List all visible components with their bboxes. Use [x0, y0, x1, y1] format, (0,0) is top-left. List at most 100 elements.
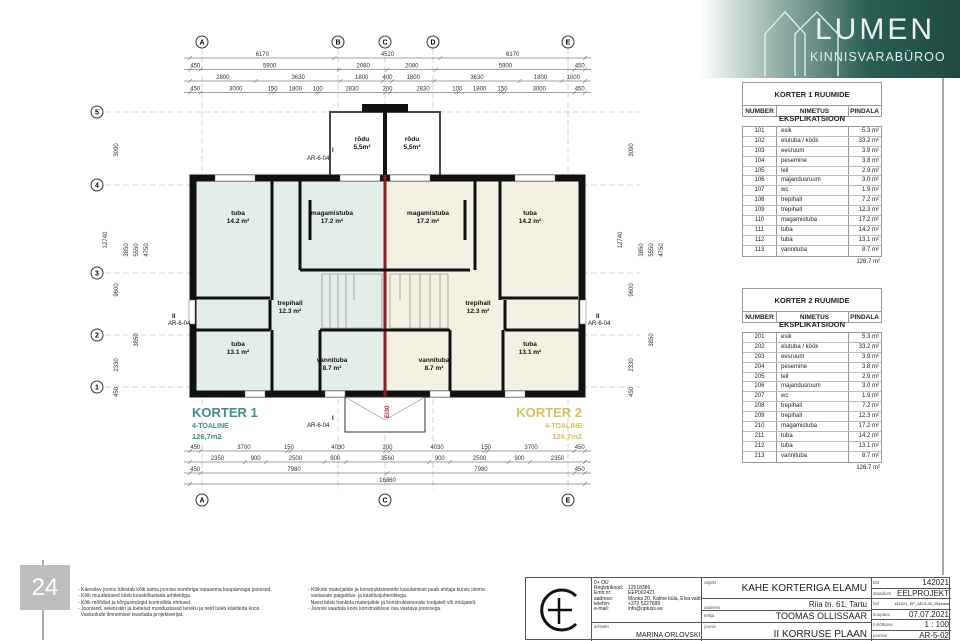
room-name: majandusruum: [777, 176, 849, 186]
room-area: 12.3 m²: [858, 413, 879, 420]
korter2-fill: [387, 175, 585, 397]
room-name: esik: [777, 127, 849, 136]
room-area: 17.2 m²: [417, 218, 440, 225]
room-name: trepihall: [777, 196, 849, 206]
section-ref: AR-6-04: [168, 321, 191, 327]
room-name: magamistuba: [311, 210, 353, 217]
grid-label: A: [199, 40, 204, 47]
room-number: 204: [743, 362, 777, 372]
dimension-tick: [453, 90, 459, 95]
note-line: - Kõik mõõdud ja kõrgusmärgid kontrollid…: [78, 599, 192, 606]
balcony-divider: [383, 112, 387, 178]
room-area: 1.9 m²: [861, 187, 879, 194]
room-area: 13.1 m²: [858, 236, 879, 243]
dimension-tick: [582, 459, 588, 465]
room-area: 7.2 m²: [861, 197, 879, 204]
room-number: 107: [743, 186, 777, 196]
dimension-value: 2330: [629, 358, 635, 372]
logo-subtitle: KINNISVARABÜROO: [810, 50, 946, 64]
info-value: +372 5227688: [628, 600, 661, 607]
field-value: 07.07.2021: [908, 609, 949, 619]
dimension-tick: [187, 55, 193, 61]
grid-bubble: [90, 178, 104, 192]
room-name: tuba: [231, 210, 245, 217]
section-mark: I: [332, 416, 334, 422]
room-number: 103: [743, 146, 777, 156]
info-value: Mooka 20, Kalme küla, Elva vald: [628, 595, 701, 602]
dimension-value: 3630: [470, 75, 484, 81]
info-label: Emtr.nr:: [594, 590, 612, 597]
dimension-value: 3850: [649, 333, 655, 347]
room-number: 109: [743, 206, 777, 216]
dimension-value: 2830: [345, 87, 359, 93]
room-name: tuba: [777, 441, 849, 451]
dimension-tick: [198, 448, 203, 454]
room-area: 14.2 m²: [858, 226, 879, 233]
dimension-tick: [187, 470, 193, 476]
room-name: leil: [777, 166, 849, 176]
section-mark: II: [172, 314, 176, 320]
room-number: 212: [743, 441, 777, 451]
dimension-tick: [572, 67, 577, 72]
col-pindala: PINDALA: [850, 108, 879, 115]
room-number: 206: [743, 382, 777, 392]
dimension-value: 900: [330, 456, 341, 462]
dimension-tick: [387, 90, 393, 95]
room-number: 104: [743, 156, 777, 166]
company-logo-icon: [540, 588, 578, 632]
dimension-tick: [332, 55, 337, 61]
room-name: trepihall: [277, 300, 302, 307]
grid-bubble: [561, 35, 575, 49]
stairs: [321, 273, 449, 329]
dimension-value: 450: [190, 64, 201, 70]
room-number: 110: [743, 216, 777, 225]
dimension-tick: [498, 90, 503, 95]
dimension-tick: [187, 481, 193, 487]
tellija-label: tellija: [704, 613, 715, 618]
dimension-value: 3090: [629, 143, 635, 157]
room-name: trepihall: [777, 402, 849, 412]
grid-bubble: [90, 105, 104, 119]
dimension-value: 3000: [533, 87, 547, 93]
room-name: vannituba: [777, 451, 849, 462]
grid-bubble: [195, 35, 209, 49]
room-name: tuba: [777, 225, 849, 235]
canopy: [344, 396, 426, 433]
dimension-tick: [382, 448, 388, 454]
dimension-value: 2350: [211, 456, 225, 462]
dimension-value: 1800: [407, 75, 421, 81]
section-ref: AR-6-04: [307, 423, 330, 429]
korter1-fill: [190, 175, 387, 397]
dimension-value: 450: [629, 386, 635, 397]
objekt-value: KAHE KORTERIGA ELAMU: [741, 583, 867, 594]
dimension-tick: [198, 90, 203, 95]
windows: [188, 174, 587, 398]
field-value: EELPROJEKT: [896, 588, 949, 598]
dimension-value: 450: [575, 467, 586, 473]
field-value: 1 : 100: [924, 620, 949, 630]
dimension-tick: [314, 90, 319, 95]
dimension-value: 450: [575, 87, 586, 93]
note-line: - Joonised, seletuskiri ja loetelud mood…: [78, 605, 261, 612]
dimension-tick: [572, 448, 577, 454]
aadress-label: aadress: [704, 605, 721, 610]
dimension-tick: [482, 448, 487, 454]
aadress-value: Riia tn. 61, Tartu: [808, 600, 867, 609]
grid-label: A: [199, 498, 204, 505]
dimension-value: 450: [190, 87, 201, 93]
room-number: 207: [743, 392, 777, 402]
room-number: 101: [743, 127, 777, 136]
room-area: 13.1 m²: [519, 349, 542, 356]
info-label: aadress:: [594, 595, 614, 602]
room-name: eesruum: [777, 146, 849, 156]
room-area: 3.8 m²: [861, 363, 879, 370]
room-area: 7.2 m²: [861, 403, 879, 410]
room-area: 13.1 m²: [858, 442, 879, 449]
room-name: magamistuba: [777, 422, 849, 431]
dimension-value: 900: [435, 456, 446, 462]
dimension-value: 450: [190, 445, 201, 451]
room-area: 12.3 m²: [467, 308, 490, 315]
